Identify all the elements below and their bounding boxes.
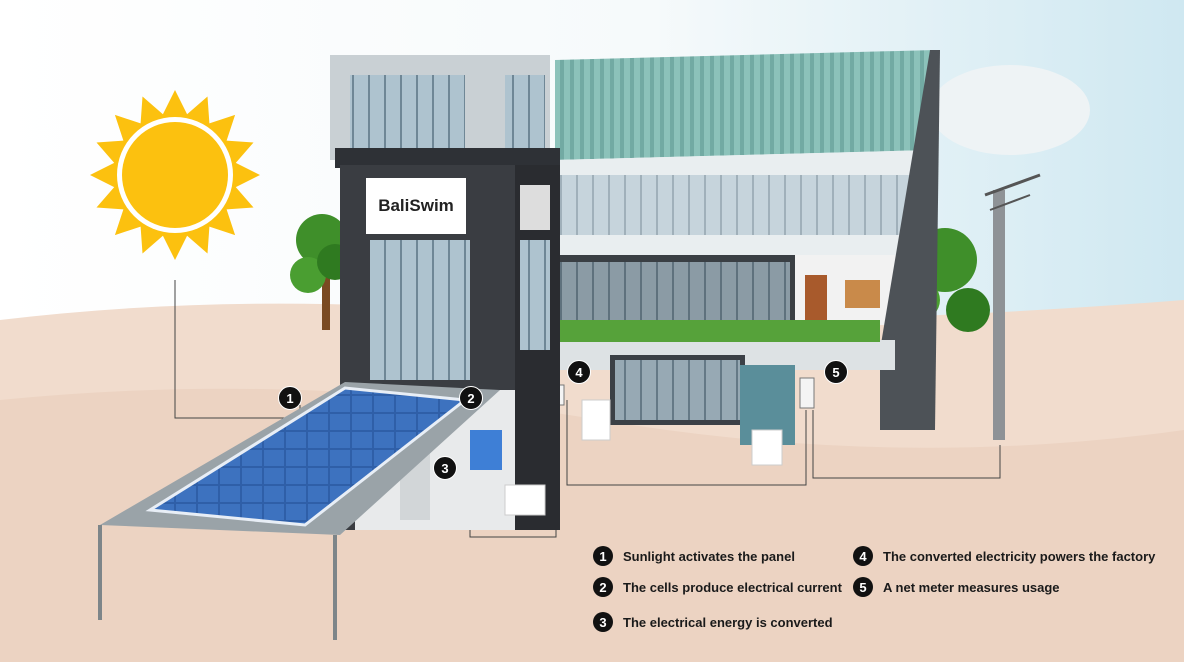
cloud: [930, 65, 1090, 155]
brand-sign: BaliSwim: [378, 196, 454, 215]
step-number: 1: [593, 546, 613, 566]
legend-text: A net meter measures usage: [883, 579, 1060, 595]
utility-pole: [984, 173, 1041, 440]
step-number: 5: [853, 577, 873, 597]
legend-item-3: 3 The electrical energy is converted: [593, 612, 833, 632]
legend-text: The cells produce electrical current: [623, 579, 842, 595]
legend-item-5: 5 A net meter measures usage: [853, 577, 1060, 597]
legend-text: Sunlight activates the panel: [623, 548, 795, 564]
legend-text: The electrical energy is converted: [623, 614, 833, 630]
legend-item-1: 1 Sunlight activates the panel: [593, 546, 795, 566]
step-number: 4: [853, 546, 873, 566]
callout-4: 4: [567, 360, 591, 384]
sun-icon: [90, 90, 260, 260]
callout-5: 5: [824, 360, 848, 384]
step-number: 3: [593, 612, 613, 632]
factory-building: [520, 50, 940, 466]
step-number: 2: [593, 577, 613, 597]
sun-core: [122, 122, 228, 228]
legend-text: The converted electricity powers the fac…: [883, 548, 1156, 564]
legend-item-4: 4 The converted electricity powers the f…: [853, 546, 1155, 566]
callout-3: 3: [433, 456, 457, 480]
callout-1: 1: [278, 386, 302, 410]
callout-2: 2: [459, 386, 483, 410]
legend-item-2: 2 The cells produce electrical current: [593, 577, 842, 597]
